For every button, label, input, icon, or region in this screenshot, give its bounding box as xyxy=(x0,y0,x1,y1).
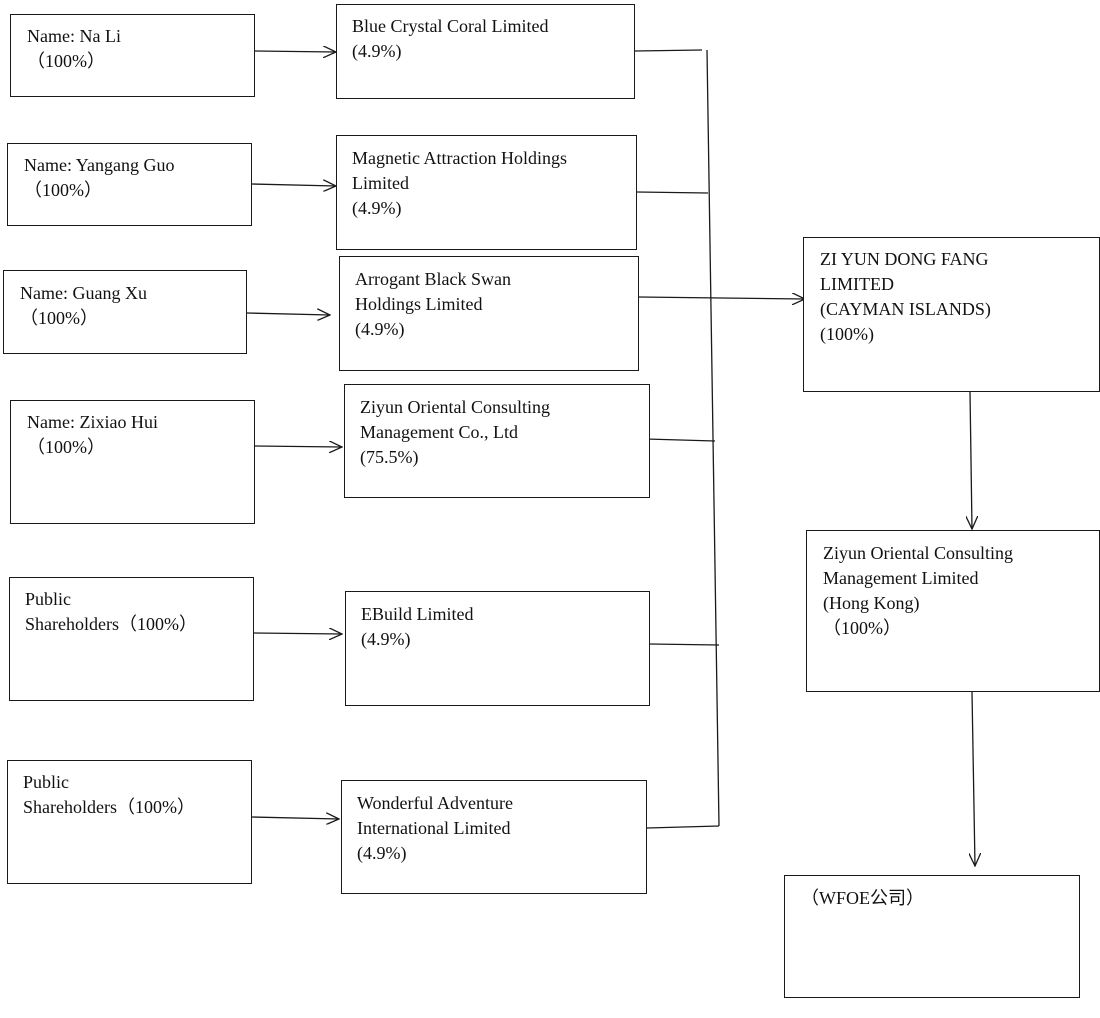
box-text-line: （100%） xyxy=(823,618,901,638)
arrow-cayman-to-hongkong xyxy=(970,390,972,529)
wire-hc2-to-bus xyxy=(636,191,709,194)
box-text-line: Arrogant Black Swan xyxy=(355,269,511,289)
box-text-line: Shareholders（100%） xyxy=(25,614,197,634)
box-text-line: Management Co., Ltd xyxy=(360,422,518,442)
shareholder-box-na-li: Name: Na Li （100%） xyxy=(10,14,255,97)
shareholder-box-public-2: Public Shareholders（100%） xyxy=(7,760,252,884)
box-text-line: Name: Yangang Guo xyxy=(24,155,175,175)
box-text-line: （100%） xyxy=(24,180,102,200)
box-text-line: (75.5%) xyxy=(360,447,419,467)
box-text-line: LIMITED xyxy=(820,274,894,294)
arrow-sh2-to-hc2 xyxy=(251,184,336,186)
arrow-sh1-to-hc1 xyxy=(254,51,336,52)
holdco-box-ebuild: EBuild Limited (4.9%) xyxy=(345,591,650,706)
arrow-sh5-to-hc5 xyxy=(253,633,342,634)
cayman-entity-box: ZI YUN DONG FANG LIMITED (CAYMAN ISLANDS… xyxy=(803,237,1100,392)
wire-hc5-to-bus xyxy=(649,643,720,646)
box-text-line: (4.9%) xyxy=(352,198,402,218)
wire-hc6-to-bus xyxy=(646,825,720,829)
box-text-line: Public xyxy=(25,589,72,609)
box-text-line: Name: Na Li xyxy=(27,26,121,46)
box-text-line: Management Limited xyxy=(823,568,979,588)
shareholder-box-zixiao-hui: Name: Zixiao Hui （100%） xyxy=(10,400,255,524)
holdco-box-arrogant-black-swan: Arrogant Black Swan Holdings Limited (4.… xyxy=(339,256,639,371)
box-text-line: Magnetic Attraction Holdings xyxy=(352,148,567,168)
shareholder-box-yangang-guo: Name: Yangang Guo （100%） xyxy=(7,143,252,226)
box-text-line: (4.9%) xyxy=(352,41,402,61)
box-text-line: ZI YUN DONG FANG xyxy=(820,249,989,269)
box-text-line: Ziyun Oriental Consulting xyxy=(360,397,550,417)
wire-hc1-to-bus xyxy=(634,49,703,52)
box-text-line: Name: Zixiao Hui xyxy=(27,412,158,432)
box-text-line: （WFOE公司） xyxy=(801,888,924,908)
holdco-box-magnetic-attraction: Magnetic Attraction Holdings Limited (4.… xyxy=(336,135,637,250)
box-text-line: Limited xyxy=(352,173,409,193)
wfoe-entity-box: （WFOE公司） xyxy=(784,875,1080,998)
box-text-line: (100%) xyxy=(820,324,874,344)
box-text-line: Wonderful Adventure xyxy=(357,793,514,813)
arrow-sh3-to-hc3 xyxy=(246,313,330,315)
box-text-line: Ziyun Oriental Consulting xyxy=(823,543,1013,563)
holdco-box-ziyun-oriental-co-ltd: Ziyun Oriental Consulting Management Co.… xyxy=(344,384,650,498)
box-text-line: (4.9%) xyxy=(355,319,405,339)
box-text-line: (CAYMAN ISLANDS) xyxy=(820,299,991,319)
box-text-line: (4.9%) xyxy=(357,843,407,863)
box-text-line: Holdings Limited xyxy=(355,294,483,314)
box-text-line: （100%） xyxy=(20,308,98,328)
box-text-line: Name: Guang Xu xyxy=(20,283,147,303)
box-text-line: （100%） xyxy=(27,437,105,457)
arrow-sh6-to-hc6 xyxy=(251,817,339,819)
hongkong-entity-box: Ziyun Oriental Consulting Management Lim… xyxy=(806,530,1100,692)
box-text-line: Public xyxy=(23,772,70,792)
holdco-box-wonderful-adventure: Wonderful Adventure International Limite… xyxy=(341,780,647,894)
box-text-line: （100%） xyxy=(27,51,105,71)
box-text-line: (4.9%) xyxy=(361,629,411,649)
arrow-sh4-to-hc4 xyxy=(254,446,342,447)
box-text-line: International Limited xyxy=(357,818,511,838)
arrow-hc3-to-cayman xyxy=(638,297,805,299)
box-text-line: Blue Crystal Coral Limited xyxy=(352,16,549,36)
shareholder-box-public-1: Public Shareholders（100%） xyxy=(9,577,254,701)
wire-hc4-to-bus xyxy=(645,438,716,442)
shareholder-box-guang-xu: Name: Guang Xu （100%） xyxy=(3,270,247,354)
box-text-line: EBuild Limited xyxy=(361,604,474,624)
vertical-bus-line xyxy=(706,49,720,827)
box-text-line: Shareholders（100%） xyxy=(23,797,195,817)
holdco-box-blue-crystal-coral: Blue Crystal Coral Limited (4.9%) xyxy=(336,4,635,99)
box-text-line: (Hong Kong) xyxy=(823,593,920,613)
arrow-hongkong-to-wfoe xyxy=(972,691,975,866)
